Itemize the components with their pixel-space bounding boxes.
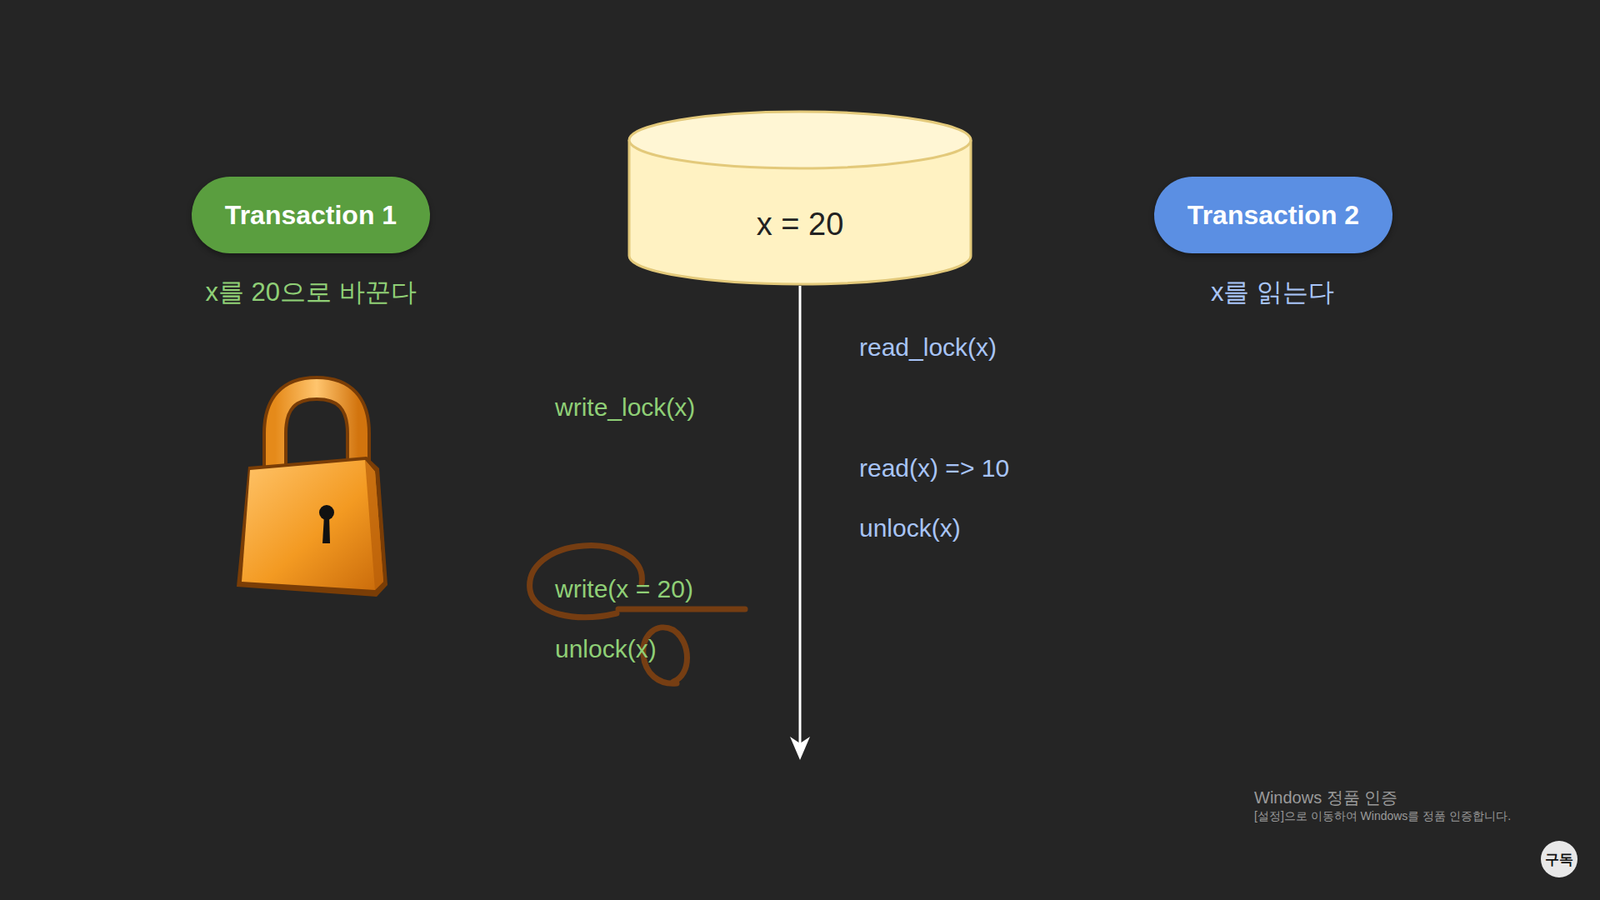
transaction-pill: Transaction 1	[191, 176, 430, 254]
annotation-marks	[530, 545, 745, 685]
transaction-pill: Transaction 2	[1154, 176, 1393, 254]
operation-step: read(x) => 10	[859, 454, 1010, 483]
operation-step: write_lock(x)	[555, 393, 695, 422]
padlock-icon	[236, 388, 388, 597]
watermark: [설정]으로 이동하여 Windows를 정품 인증합니다.	[1254, 809, 1511, 825]
cylinder-outline	[627, 110, 973, 286]
operation-step: unlock(x)	[555, 635, 657, 664]
operation-step: write(x = 20)	[555, 575, 694, 604]
subscribe-button: 구독	[1540, 840, 1578, 878]
node-label: Transaction 2	[1187, 200, 1360, 231]
operation-step: read_lock(x)	[859, 333, 997, 362]
watermark: Windows 정품 인증	[1254, 786, 1398, 810]
operation-step: unlock(x)	[859, 514, 961, 543]
node-label: Transaction 1	[225, 200, 397, 231]
database-cylinder: x = 20	[627, 110, 973, 286]
timeline-arrow	[790, 285, 810, 760]
task-description: x를 20으로 바꾼다	[205, 275, 416, 310]
node-label: x = 20	[756, 206, 845, 243]
task-description: x를 읽는다	[1210, 275, 1335, 310]
node-label: 구독	[1545, 850, 1574, 870]
